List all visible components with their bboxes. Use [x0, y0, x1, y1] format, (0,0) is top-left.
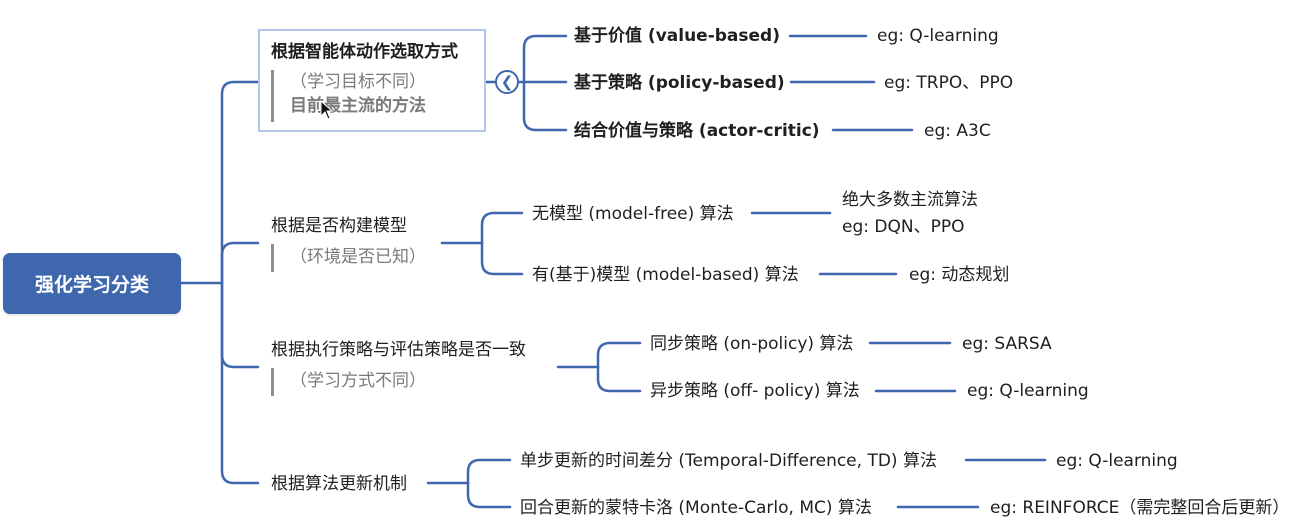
example-mc[interactable]: eg: REINFORCE（需完整回合后更新） — [990, 498, 1290, 518]
example-actor-critic[interactable]: eg: A3C — [924, 121, 991, 141]
branch-note: 目前最主流的方法 — [290, 96, 426, 116]
branch-title-policy-consistency[interactable]: 根据执行策略与评估策略是否一致 — [271, 340, 526, 360]
branch-note: （学习方式不同） — [290, 371, 426, 391]
example-policy-based[interactable]: eg: TRPO、PPO — [884, 73, 1014, 93]
branch-note: （环境是否已知） — [290, 247, 426, 267]
example-model-based[interactable]: eg: 动态规划 — [909, 265, 1010, 285]
b3-edge-edge — [466, 481, 512, 509]
leaf-actor-critic[interactable]: 结合价值与策略 (actor-critic) — [574, 121, 820, 141]
branch-node-action-selection[interactable] — [258, 29, 486, 132]
leaf-policy-based[interactable]: 基于策略 (policy-based) — [574, 73, 785, 93]
b0-edge-edge — [522, 80, 568, 132]
leaf-off-policy[interactable]: 异步策略 (off- policy) 算法 — [650, 381, 860, 401]
root-edge-edge — [220, 281, 260, 485]
leaf-model-based[interactable]: 有(基于)模型 (model-based) 算法 — [532, 265, 799, 285]
branch-title-model[interactable]: 根据是否构建模型 — [271, 216, 407, 236]
example-model-free-line1[interactable]: 绝大多数主流算法 — [842, 190, 978, 210]
note-bar: （学习方式不同） — [271, 368, 426, 396]
branch-note: （学习目标不同） — [290, 72, 426, 92]
mouse-cursor-icon — [320, 99, 334, 124]
root-label: 强化学习分类 — [34, 274, 149, 296]
chevron-left-icon[interactable]: ❮ — [495, 70, 519, 94]
note-bar: （环境是否已知） — [271, 244, 426, 272]
root-edge-edge — [220, 241, 260, 285]
b2-edge-edge — [596, 341, 642, 369]
b3-edge-edge — [466, 458, 512, 485]
leaf-model-free[interactable]: 无模型 (model-free) 算法 — [532, 204, 734, 224]
leaf-mc[interactable]: 回合更新的蒙特卡洛 (Monte-Carlo, MC) 算法 — [520, 498, 872, 518]
b1-edge-edge — [480, 241, 524, 276]
leaf-on-policy[interactable]: 同步策略 (on-policy) 算法 — [650, 334, 854, 354]
leaf-value-based[interactable]: 基于价值 (value-based) — [574, 26, 780, 46]
example-model-free-line2[interactable]: eg: DQN、PPO — [842, 217, 965, 237]
root-edge-edge — [220, 80, 260, 285]
root-node[interactable]: 强化学习分类 — [3, 253, 181, 314]
example-off-policy[interactable]: eg: Q-learning — [967, 381, 1089, 401]
root-edge-edge — [220, 281, 260, 369]
b1-edge-edge — [480, 211, 524, 245]
example-td[interactable]: eg: Q-learning — [1056, 451, 1178, 471]
example-on-policy[interactable]: eg: SARSA — [962, 334, 1052, 354]
b2-edge-edge — [596, 365, 642, 393]
branch-title: 根据智能体动作选取方式 — [271, 42, 458, 62]
leaf-td[interactable]: 单步更新的时间差分 (Temporal-Difference, TD) 算法 — [520, 451, 937, 471]
b0-edge-edge — [522, 34, 568, 84]
note-bar: （学习目标不同） 目前最主流的方法 — [271, 70, 426, 122]
example-value-based[interactable]: eg: Q-learning — [877, 26, 999, 46]
branch-title-update-mechanism[interactable]: 根据算法更新机制 — [271, 474, 407, 494]
